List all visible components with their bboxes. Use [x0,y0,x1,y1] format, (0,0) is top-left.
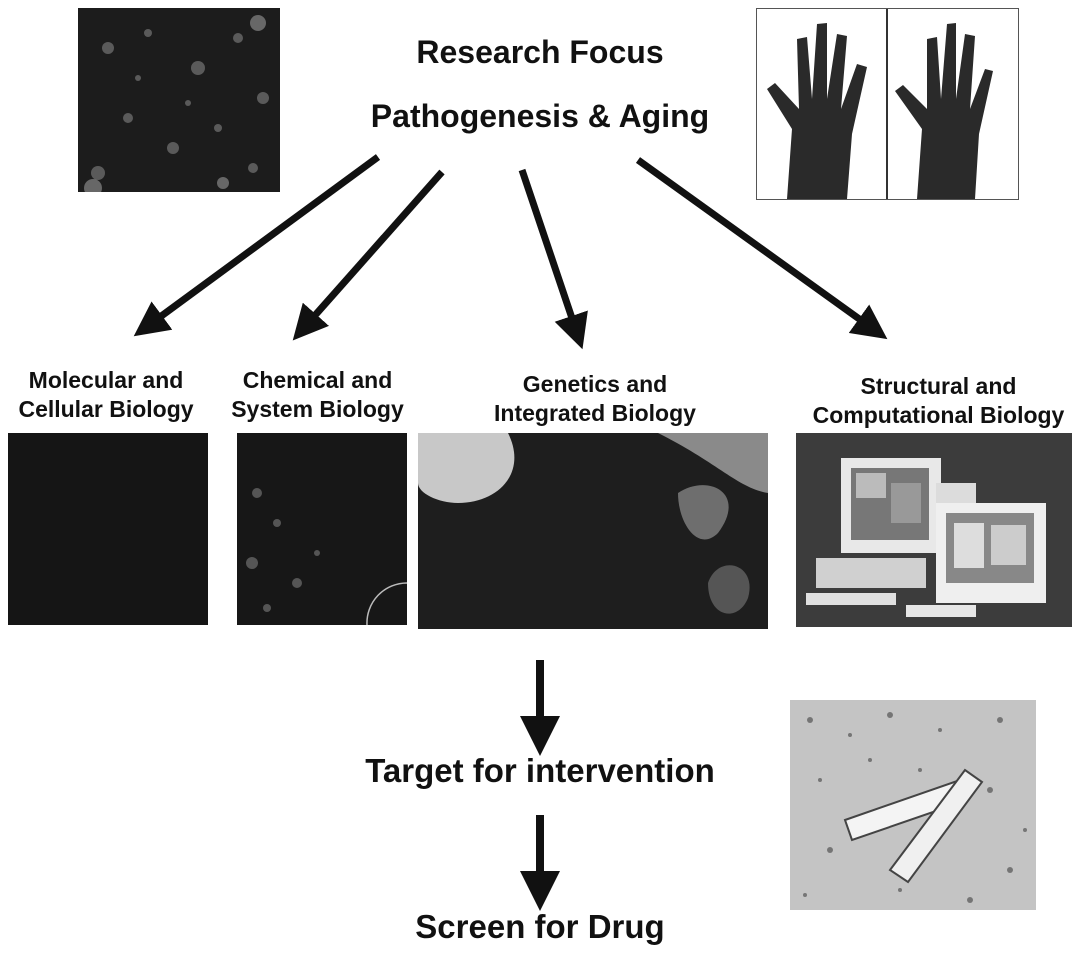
branch-chemical-line1: Chemical and [242,367,393,393]
molecular-photo [8,433,208,625]
pathogenesis-aging-subtitle: Pathogenesis & Aging [370,98,710,134]
branch-molecular-line2: Cellular Biology [18,396,194,422]
branch-structural-line2: Computational Biology [812,402,1065,428]
arrow-to-genetics [518,168,588,350]
screen-for-drug-label: Screen for Drug [415,908,665,945]
branch-genetics-line1: Genetics and [522,371,668,397]
branch-genetics-line2: Integrated Biology [494,400,696,426]
drug-screening-photo [790,700,1036,910]
chemical-photo [237,433,407,625]
arrow-to-chemical [292,169,445,341]
genetics-photo [418,433,768,629]
branch-chemical-label: Chemical and System Biology [220,366,415,424]
aged-hands-photo [756,8,1019,200]
branch-structural-label: Structural and Computational Biology [800,372,1077,430]
computer-workstations-photo [796,433,1072,627]
branch-chemical-line2: System Biology [231,396,404,422]
branch-molecular-label: Molecular and Cellular Biology [0,366,212,424]
research-focus-title: Research Focus [416,34,664,70]
micrograph-photo [78,8,280,192]
branch-molecular-line1: Molecular and [28,367,184,393]
branch-genetics-label: Genetics and Integrated Biology [470,370,720,428]
target-for-intervention-label: Target for intervention [365,752,715,789]
branch-structural-line1: Structural and [860,373,1017,399]
